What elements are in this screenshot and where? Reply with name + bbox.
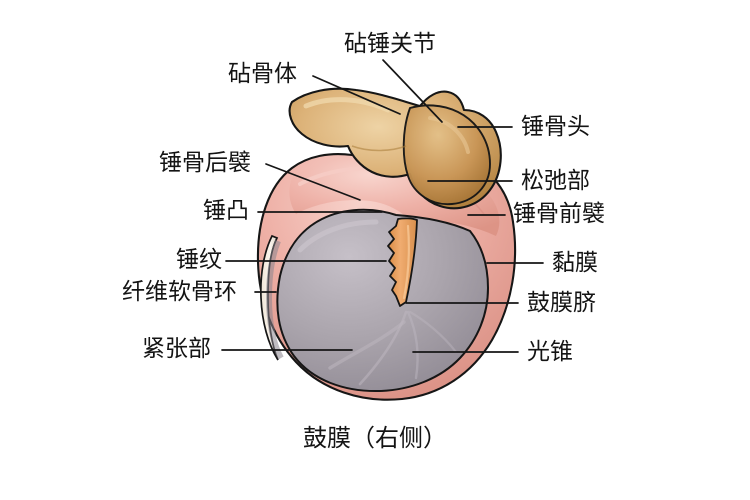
label-malleolar-prominence: 锤凸 — [203, 198, 249, 224]
leader-incudomalleolar — [382, 59, 443, 123]
manubrium-of-malleus — [387, 217, 418, 307]
label-posterior-malleolar-fold: 锤骨后襞 — [159, 150, 251, 176]
label-incus-body: 砧骨体 — [228, 61, 297, 87]
leader-lines — [221, 59, 544, 353]
label-pars-tensa: 紧张部 — [142, 336, 211, 362]
figure-caption: 鼓膜（右侧） — [303, 424, 447, 452]
leader-incus-body — [312, 75, 401, 115]
fibrocartilaginous-ring — [260, 234, 284, 361]
leader-post-malleolar-fold — [265, 163, 361, 201]
label-pars-flaccida: 松弛部 — [521, 168, 590, 194]
label-anterior-malleolar-fold: 锤骨前襞 — [513, 201, 605, 227]
incus-and-malleus-bone — [288, 87, 502, 210]
label-fibrocartilaginous-ring: 纤维软骨环 — [122, 279, 237, 305]
pars-tensa-membrane — [276, 208, 490, 393]
label-mucosa: 黏膜 — [552, 250, 598, 276]
label-malleolar-stria: 锤纹 — [176, 247, 222, 273]
label-umbo: 鼓膜脐 — [527, 290, 596, 316]
label-malleus-head: 锤骨头 — [521, 114, 590, 140]
label-incudomalleolar-joint: 砧锤关节 — [344, 31, 436, 57]
label-cone-of-light: 光锥 — [527, 339, 573, 365]
